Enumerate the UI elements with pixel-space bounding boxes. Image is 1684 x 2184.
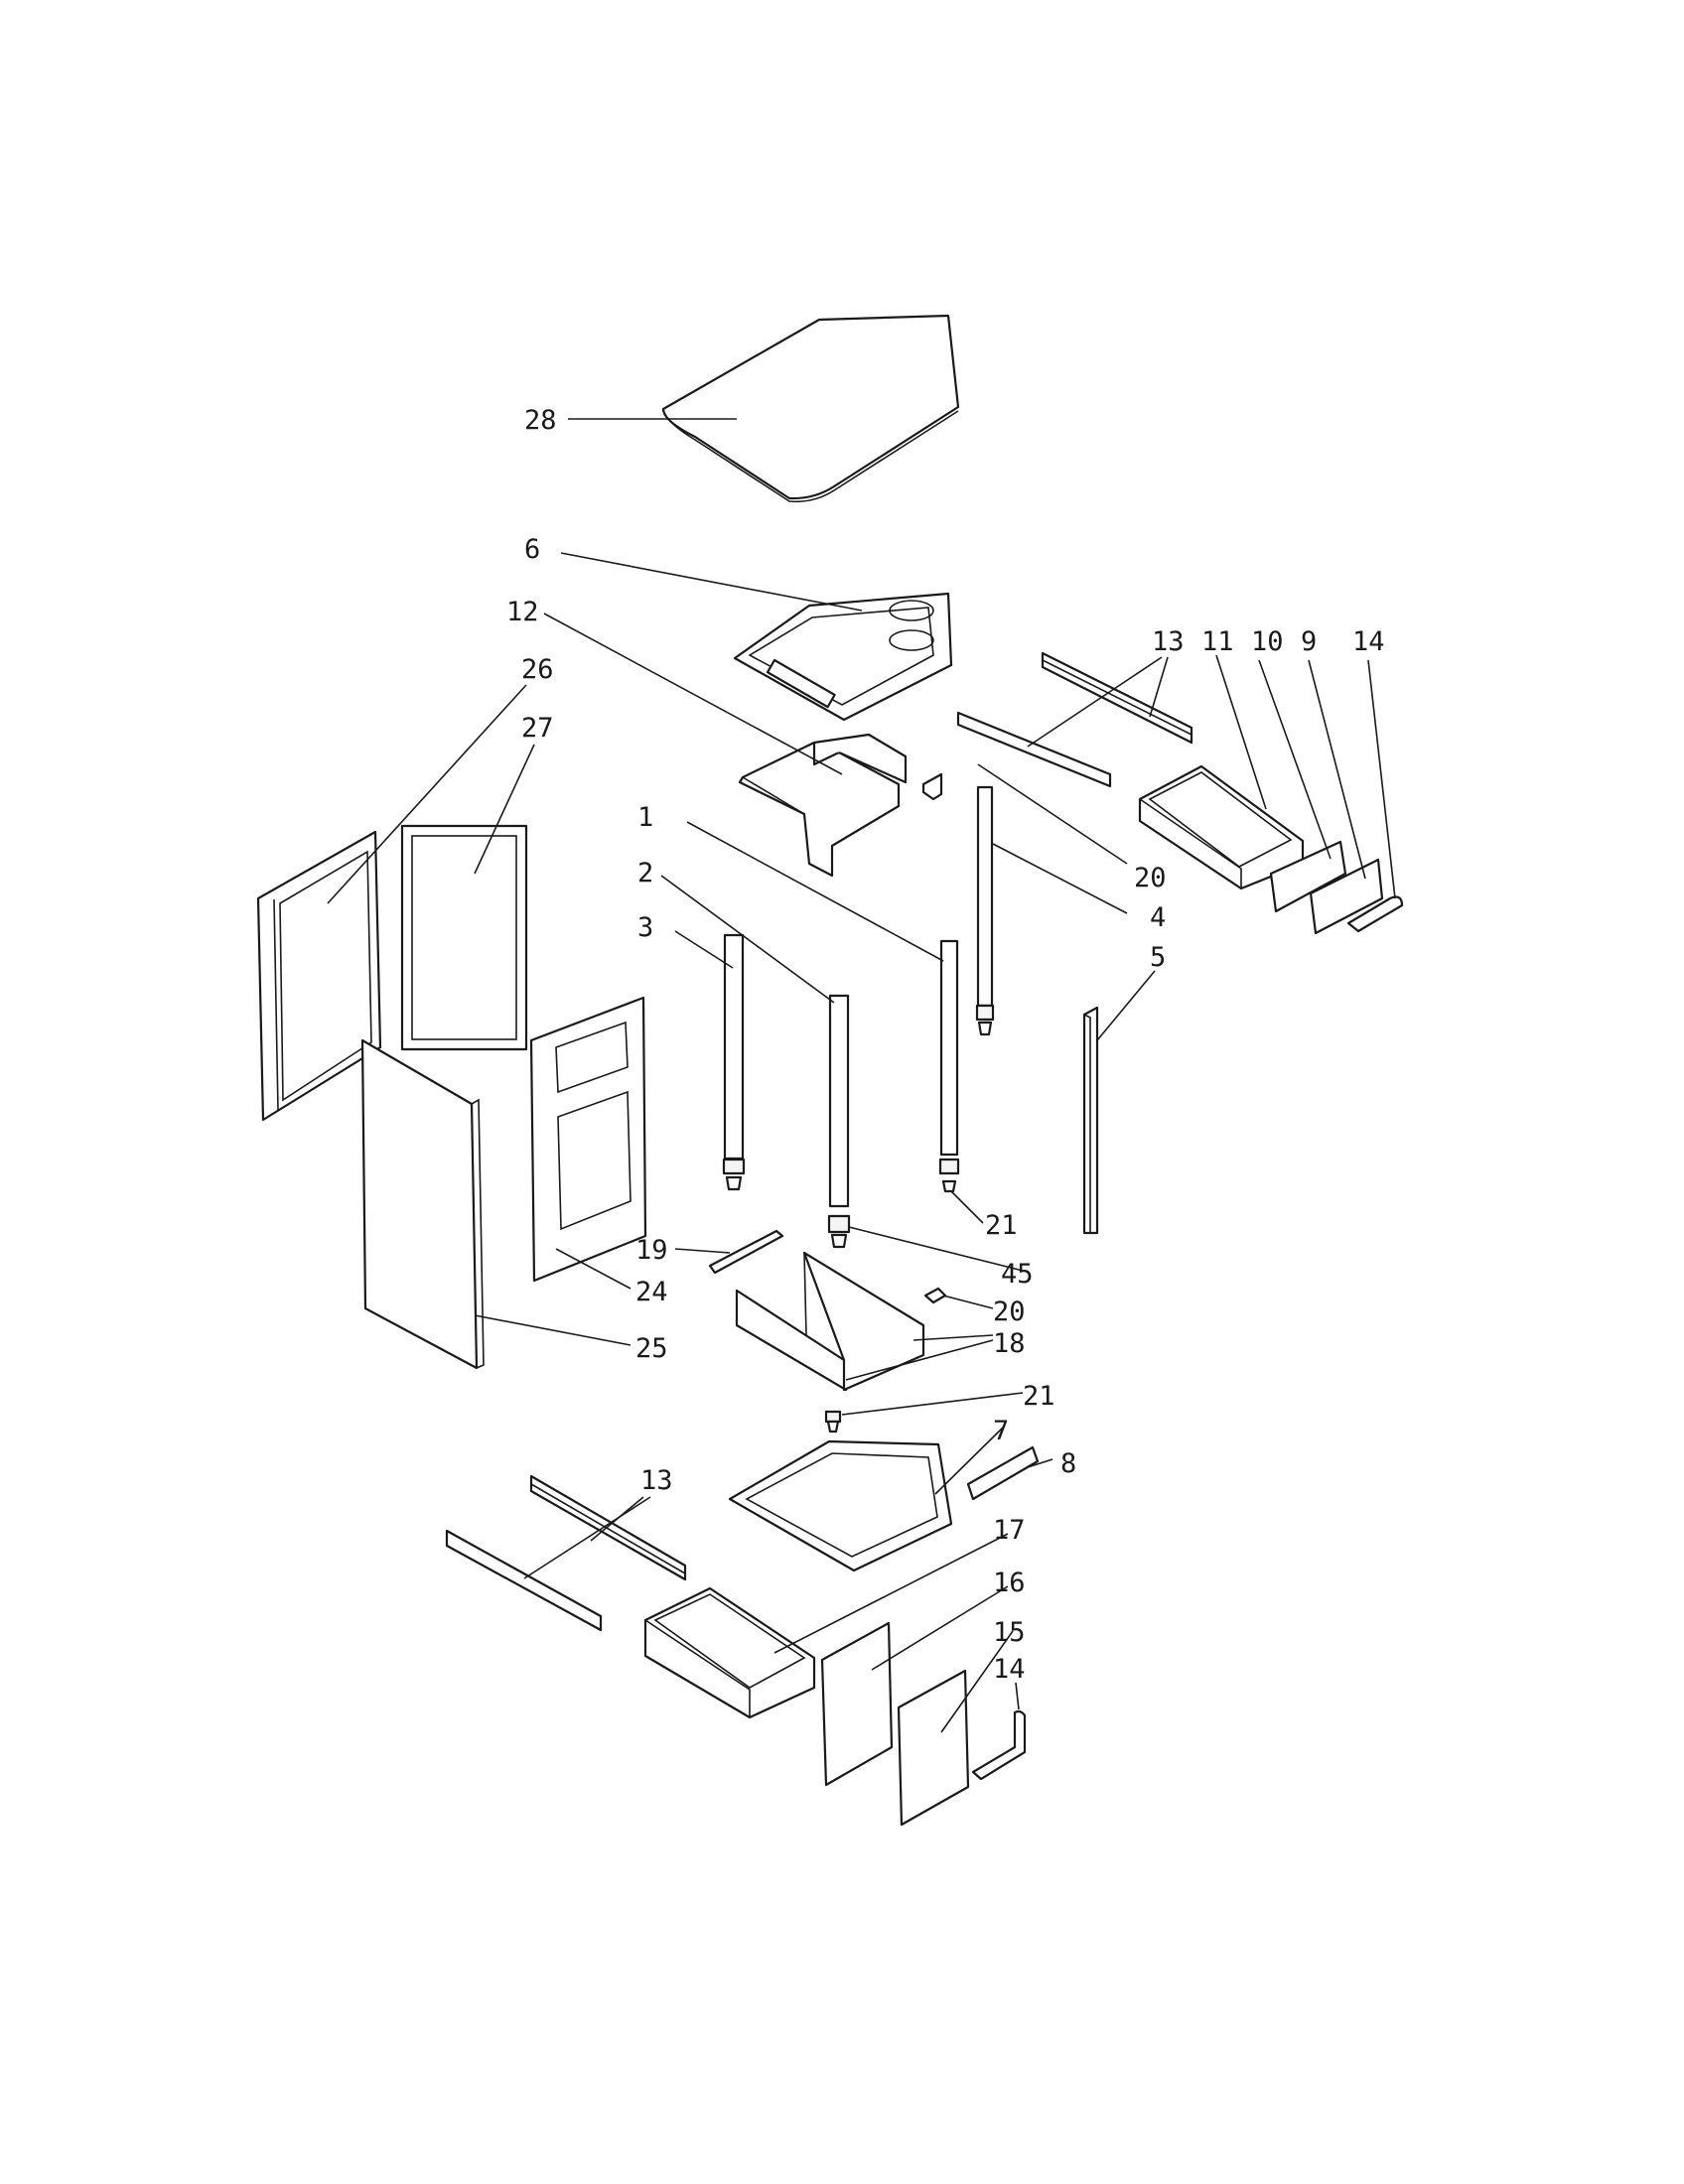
part-20-bracket-top [921, 772, 943, 801]
leader-3 [674, 930, 734, 969]
leader-13b [1149, 656, 1169, 718]
part-17-drawer-box-bottom [643, 1586, 816, 1719]
part-7-bottom-frame [728, 1439, 953, 1572]
leader-8 [1027, 1458, 1053, 1468]
leader-45 [848, 1226, 1024, 1272]
callout-3: 3 [637, 912, 653, 943]
leader-4 [992, 843, 1128, 914]
part-26-side-frame [256, 830, 382, 1122]
callout-16: 16 [993, 1568, 1026, 1598]
leader-21-bottom [841, 1392, 1024, 1416]
part-15-drawer-face [897, 1669, 970, 1827]
leader-9 [1308, 659, 1366, 880]
leader-21-top [950, 1190, 984, 1224]
leader-17 [773, 1533, 1009, 1654]
callout-27: 27 [521, 713, 554, 744]
part-10-drawer-front-panel [1269, 840, 1347, 913]
part-1-post [938, 939, 960, 1193]
callout-20-top: 20 [1134, 863, 1167, 893]
callout-1: 1 [637, 802, 653, 833]
leader-25 [474, 1314, 632, 1346]
callout-18: 18 [993, 1328, 1026, 1359]
part-5-corner-post [1082, 1006, 1099, 1235]
callout-10: 10 [1251, 626, 1284, 657]
leader-10 [1258, 659, 1332, 860]
callout-2: 2 [637, 858, 653, 888]
leader-7 [934, 1427, 1004, 1495]
leader-20-top [977, 763, 1128, 865]
callout-14-bottom: 14 [993, 1654, 1026, 1685]
part-14-handle-top [1346, 895, 1404, 933]
part-8-small-plate [966, 1445, 1040, 1501]
part-20-bracket-mid [923, 1287, 947, 1304]
part-9-drawer-face [1309, 858, 1384, 935]
part-27-back-frame [400, 824, 528, 1051]
callout-7: 7 [993, 1416, 1009, 1446]
part-12-inner-box [738, 733, 908, 878]
part-2-post [827, 994, 851, 1249]
callout-21-top: 21 [985, 1210, 1018, 1241]
callout-28: 28 [524, 405, 557, 436]
callout-12: 12 [506, 597, 539, 627]
leader-20-mid [942, 1295, 994, 1309]
leader-2 [660, 875, 835, 1004]
callout-21-bottom: 21 [1023, 1381, 1055, 1412]
callout-20-mid: 20 [993, 1297, 1026, 1327]
leader-13d [523, 1496, 651, 1579]
callout-45: 45 [1001, 1259, 1034, 1290]
part-3-post [722, 933, 746, 1191]
leader-19 [674, 1248, 731, 1254]
leader-12 [543, 613, 843, 775]
part-14-handle-bottom [971, 1709, 1027, 1781]
part-6-top-frame [733, 592, 953, 722]
leader-18a [912, 1334, 994, 1341]
callout-labels: 28 6 12 13 11 10 9 14 26 27 1 2 3 20 4 5… [506, 405, 1385, 1685]
callout-19: 19 [635, 1235, 668, 1266]
part-19-bar [708, 1229, 784, 1275]
leader-11 [1215, 654, 1267, 810]
leader-14-bottom [1015, 1682, 1020, 1710]
part-16-drawer-front-panel [820, 1621, 894, 1787]
leader-24 [555, 1248, 632, 1290]
callout-5: 5 [1150, 942, 1166, 973]
leader-18b [845, 1339, 994, 1381]
leader-lines [327, 418, 1396, 1733]
part-28-countertop [661, 314, 960, 503]
callout-13-top: 13 [1152, 626, 1185, 657]
leader-14-top [1367, 659, 1396, 899]
callout-24: 24 [635, 1277, 668, 1307]
part-4-post [975, 785, 995, 1036]
part-13-drawer-slides-top [956, 651, 1193, 788]
part-25-side-panel [360, 1038, 485, 1370]
leader-6 [560, 552, 863, 612]
part-13-drawer-slides-bottom [445, 1474, 687, 1632]
callout-8: 8 [1060, 1448, 1076, 1479]
callout-17: 17 [993, 1515, 1026, 1546]
callout-25: 25 [635, 1333, 668, 1364]
part-24-door-frame [529, 996, 647, 1283]
callout-11: 11 [1201, 626, 1234, 657]
leader-26 [327, 684, 527, 904]
leader-1 [686, 821, 944, 962]
callout-6: 6 [524, 534, 540, 565]
callout-9: 9 [1301, 626, 1317, 657]
leader-16 [871, 1585, 1009, 1671]
callout-14-top: 14 [1352, 626, 1385, 657]
leader-27 [474, 744, 535, 875]
leader-15 [940, 1630, 1014, 1733]
leader-13a [1027, 656, 1163, 748]
part-21-caster-bottom [824, 1410, 842, 1433]
callout-15: 15 [993, 1617, 1026, 1648]
callout-26: 26 [521, 654, 554, 685]
leader-5 [1096, 970, 1156, 1041]
callout-4: 4 [1150, 902, 1166, 933]
callout-13-bottom: 13 [640, 1465, 673, 1496]
part-18-channel [735, 1251, 925, 1392]
